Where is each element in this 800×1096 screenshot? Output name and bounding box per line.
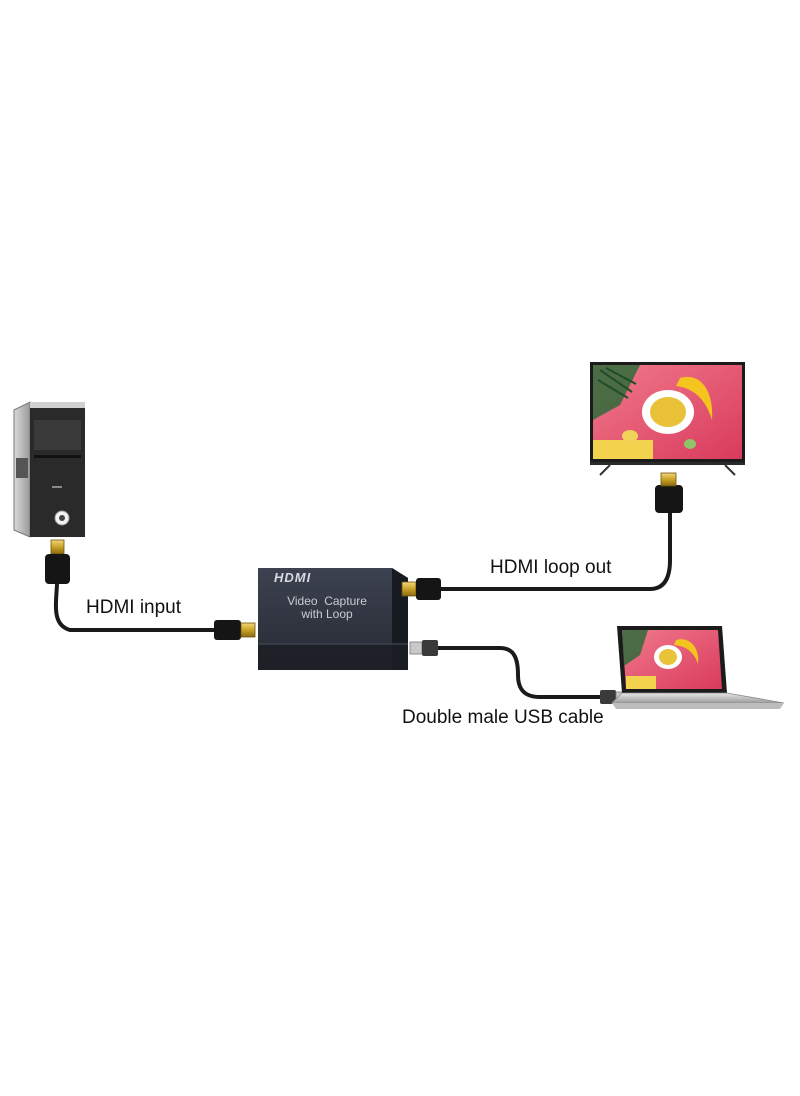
hdmi-input-cable (45, 539, 256, 640)
capture-device (258, 568, 408, 670)
device-logo: HDMI (274, 570, 312, 585)
pc-tower-icon (13, 401, 85, 538)
hdmi-loop-out-label: HDMI loop out (490, 557, 612, 578)
tv-monitor-icon (590, 362, 745, 476)
hdmi-loop-out-cable (401, 472, 683, 600)
hdmi-input-label: HDMI input (86, 597, 182, 618)
device-text-line1: Video Capture (287, 594, 367, 608)
device-text-line2: with Loop (301, 607, 353, 621)
usb-cable-label: Double male USB cable (402, 707, 604, 728)
usb-cable (409, 640, 629, 704)
laptop-icon (611, 626, 785, 709)
